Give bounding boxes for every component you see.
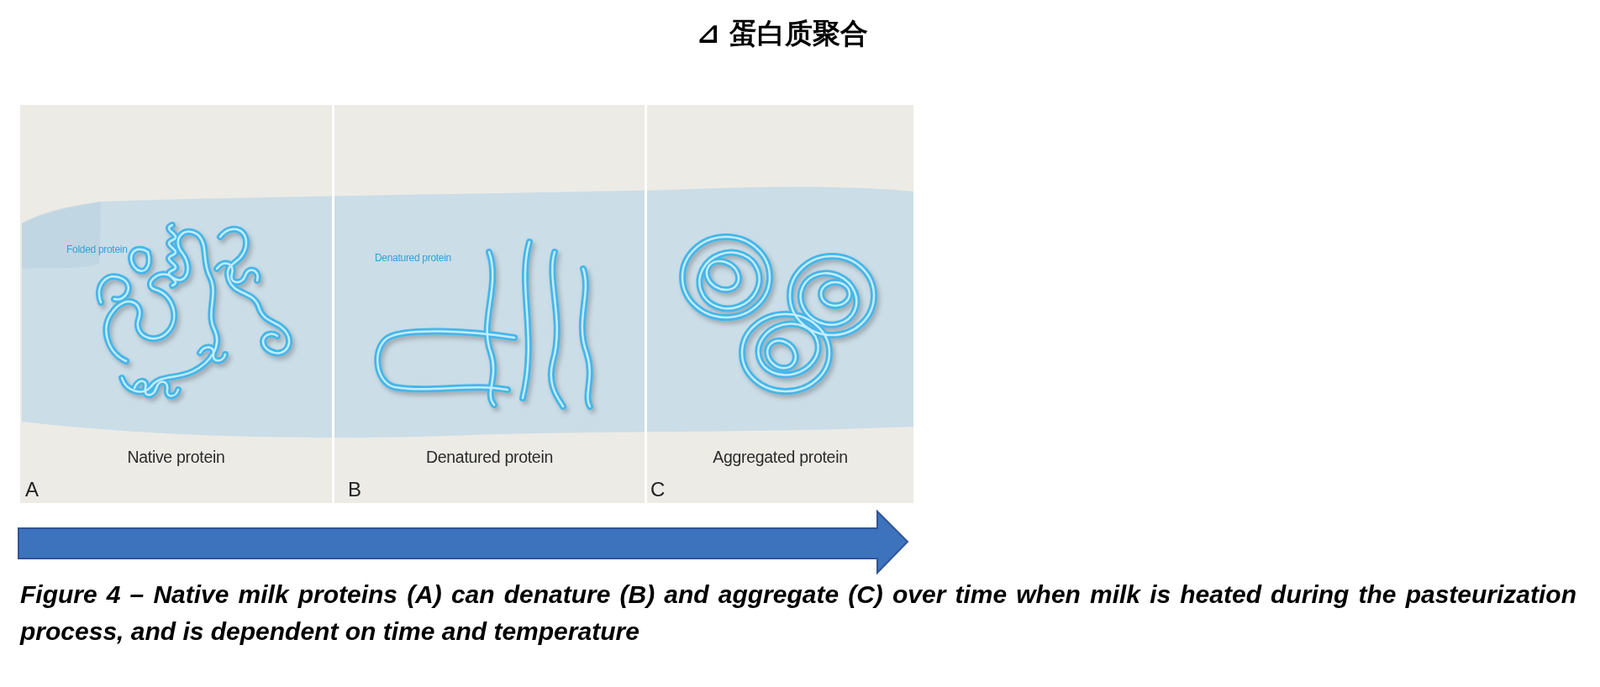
brush-band xyxy=(21,187,914,439)
panel-letter: B xyxy=(347,478,362,502)
panel-divider xyxy=(644,105,648,504)
panel-divider xyxy=(331,105,335,504)
panel-letter: C xyxy=(650,478,665,502)
inner-label: Denatured protein xyxy=(374,252,452,265)
stage-panel: Denatured proteinDenatured proteinB xyxy=(334,105,645,504)
protein-strand xyxy=(99,225,874,407)
page-title: ⊿ 蛋白质聚合 xyxy=(696,15,869,53)
panel-letter: A xyxy=(25,478,39,502)
brush-band xyxy=(21,201,101,269)
inner-label: Folded protein xyxy=(66,244,128,257)
process-arrow xyxy=(18,511,908,574)
stage-label: Aggregated protein xyxy=(647,447,914,467)
stage-panel: Folded proteinNative proteinA xyxy=(20,105,332,504)
stage-label: Native protein xyxy=(20,447,332,467)
figure-caption: Figure 4 – Native milk proteins (A) can … xyxy=(20,576,1577,651)
stage-label: Denatured protein xyxy=(334,447,645,467)
stage-panel: Aggregated proteinC xyxy=(647,105,914,504)
